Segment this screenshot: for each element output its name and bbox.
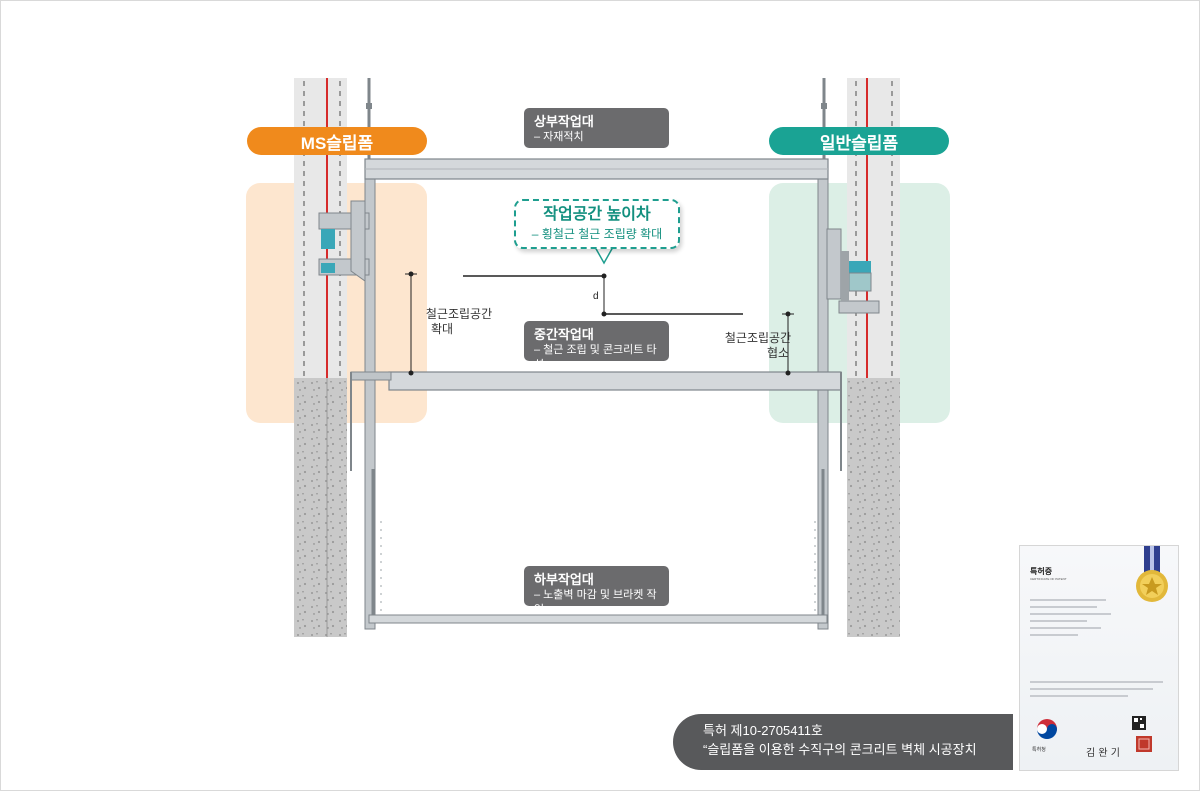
callout-title: 작업공간 높이차 (543, 206, 651, 223)
korea-emblem-icon (1037, 719, 1057, 739)
callout-sub: – 횡철근 철근 조립량 확대 (531, 227, 663, 241)
left-wall-concrete (294, 378, 347, 637)
right-annot-line1: 철근조립공간 (724, 331, 792, 345)
patent-certificate-image[interactable]: 특허증 CERTIFICATE OF PATENT 특허청 김 완 기 (1019, 545, 1179, 771)
right-wall-concrete (847, 378, 900, 637)
lower-zone-sub: – 노출벽 마감 및 브라켓 작업 (534, 589, 657, 616)
svg-text:d: d (593, 291, 599, 302)
general-slipform-label: 일반슬립폼 (769, 127, 949, 155)
middle-deck-beam (388, 371, 842, 391)
middle-zone-title: 중간작업대 (534, 327, 594, 342)
left-annot-line2: 확대 (430, 322, 454, 336)
patent-number: 특허 제10-2705411호 (703, 723, 823, 738)
middle-zone-sub: – 철근 조립 및 콘크리트 타설 (534, 344, 657, 371)
official-seal-icon (1136, 736, 1152, 752)
certificate-medal-icon (1136, 546, 1168, 602)
patent-caption: 특허 제10-2705411호 “슬립폼을 이용한 수직구의 콘크리트 벽체 시… (673, 714, 1013, 770)
left-rebar-space-annotation: 철근조립공간 확대 (419, 307, 499, 337)
certificate-signature: 김 완 기 (1086, 748, 1120, 759)
upper-zone-title: 상부작업대 (534, 114, 594, 129)
patent-title: “슬립폼을 이용한 수직구의 콘크리트 벽체 시공장치 (703, 742, 977, 757)
upper-zone-label: 상부작업대 – 자재적치 (524, 108, 669, 148)
lower-zone-title: 하부작업대 (534, 572, 594, 587)
certificate-subtitle: CERTIFICATE OF PATENT (1030, 577, 1067, 581)
ms-slipform-label: MS슬립폼 (247, 127, 427, 155)
certificate-text-lines-lower (1030, 676, 1170, 702)
left-annot-line1: 철근조립공간 (425, 307, 493, 321)
height-difference-callout: 작업공간 높이차 – 횡철근 철근 조립량 확대 (514, 199, 680, 249)
middle-zone-label: 중간작업대 – 철근 조립 및 콘크리트 타설 (524, 321, 669, 371)
right-rebar-space-annotation: 철근조립공간 협소 (713, 331, 803, 361)
qr-code-icon (1132, 716, 1146, 730)
certificate-office: 특허청 (1032, 747, 1046, 753)
lower-deck-beam (368, 614, 828, 624)
certificate-title: 특허증 (1030, 567, 1053, 576)
lower-zone-label: 하부작업대 – 노출벽 마감 및 브라켓 작업 (524, 566, 669, 616)
right-annot-line2: 협소 (766, 346, 790, 360)
upper-zone-sub: – 자재적치 (534, 131, 584, 143)
certificate-text-lines (1030, 594, 1125, 641)
